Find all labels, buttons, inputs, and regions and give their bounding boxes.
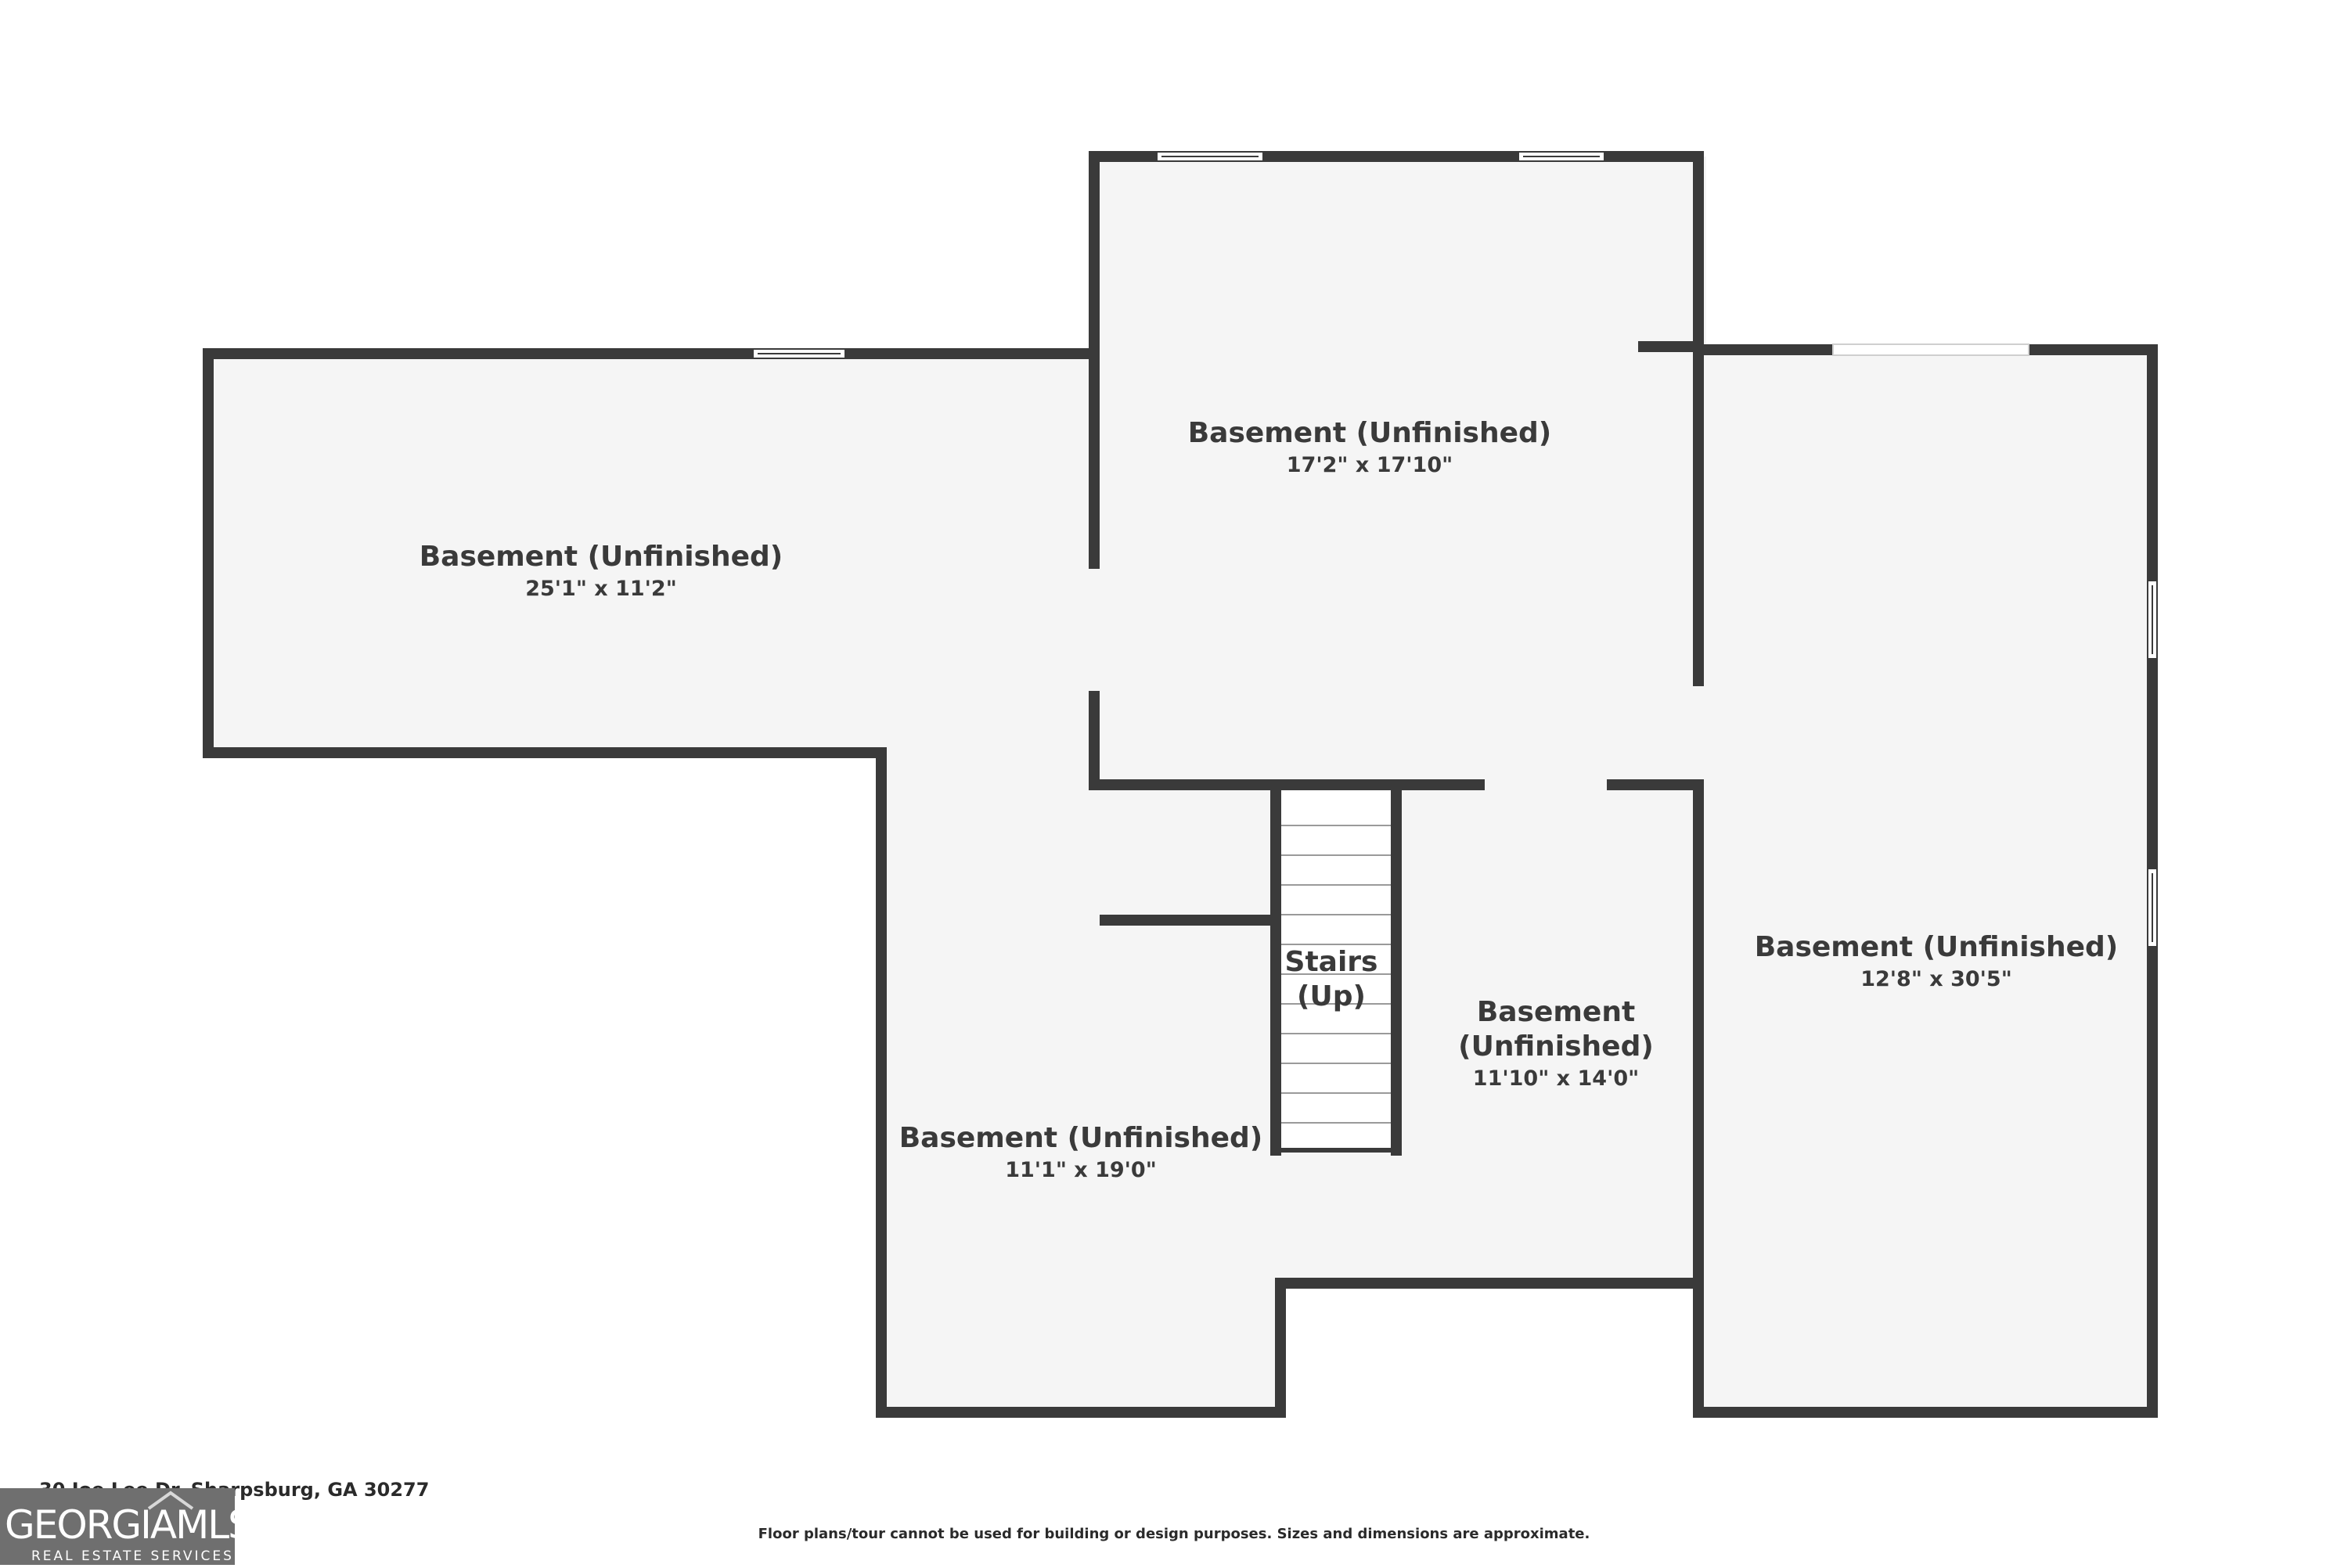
room-dimensions: 11'1" x 19'0" [1005, 1158, 1157, 1182]
sliding-door [1832, 343, 2029, 356]
logo-tagline: REAL ESTATE SERVICES [31, 1548, 234, 1564]
stairs-label-line1: Stairs [1285, 946, 1378, 978]
room-label-center: Basement (Unfinished) 11'10" x 14'0" [1458, 996, 1654, 1091]
georgia-mls-logo: GEORGIAMLS REAL ESTATE SERVICES [0, 1488, 253, 1565]
room-label-right: Basement (Unfinished) 12'8" x 30'5" [1755, 931, 2119, 991]
window-left-room [752, 348, 846, 359]
roof-icon [147, 1491, 194, 1510]
room-label-left: Basement (Unfinished) 25'1" x 11'2" [420, 541, 783, 601]
room-dimensions: 25'1" x 11'2" [525, 577, 677, 601]
window-right-upper [2147, 580, 2158, 660]
room-name-line1: Basement [1477, 996, 1635, 1028]
stairs-label: Stairs (Up) [1285, 946, 1378, 1012]
logo-wordmark: GEORGIAMLS [5, 1502, 253, 1548]
room-dimensions: 11'10" x 14'0" [1473, 1066, 1639, 1091]
window-top-right [1518, 151, 1605, 162]
windows [752, 151, 2158, 948]
room-name: Basement (Unfinished) [899, 1122, 1263, 1154]
room-name-line2: (Unfinished) [1458, 1030, 1654, 1063]
stairs-treads [1273, 790, 1399, 1153]
room-label-top: Basement (Unfinished) 17'2" x 17'10" [1188, 417, 1552, 477]
window-right-lower [2147, 868, 2158, 948]
disclaimer-text: Floor plans/tour cannot be used for buil… [758, 1526, 1590, 1542]
room-name: Basement (Unfinished) [420, 541, 783, 573]
openings [1832, 343, 2029, 356]
room-dimensions: 12'8" x 30'5" [1860, 967, 2012, 991]
room-name: Basement (Unfinished) [1755, 931, 2119, 963]
room-dimensions: 17'2" x 17'10" [1287, 453, 1453, 477]
room-label-bottom-left: Basement (Unfinished) 11'1" x 19'0" [899, 1122, 1263, 1182]
stairs-label-line2: (Up) [1297, 980, 1366, 1012]
room-name: Basement (Unfinished) [1188, 417, 1552, 449]
floor-area [208, 156, 2152, 1412]
window-top-left [1156, 151, 1264, 162]
